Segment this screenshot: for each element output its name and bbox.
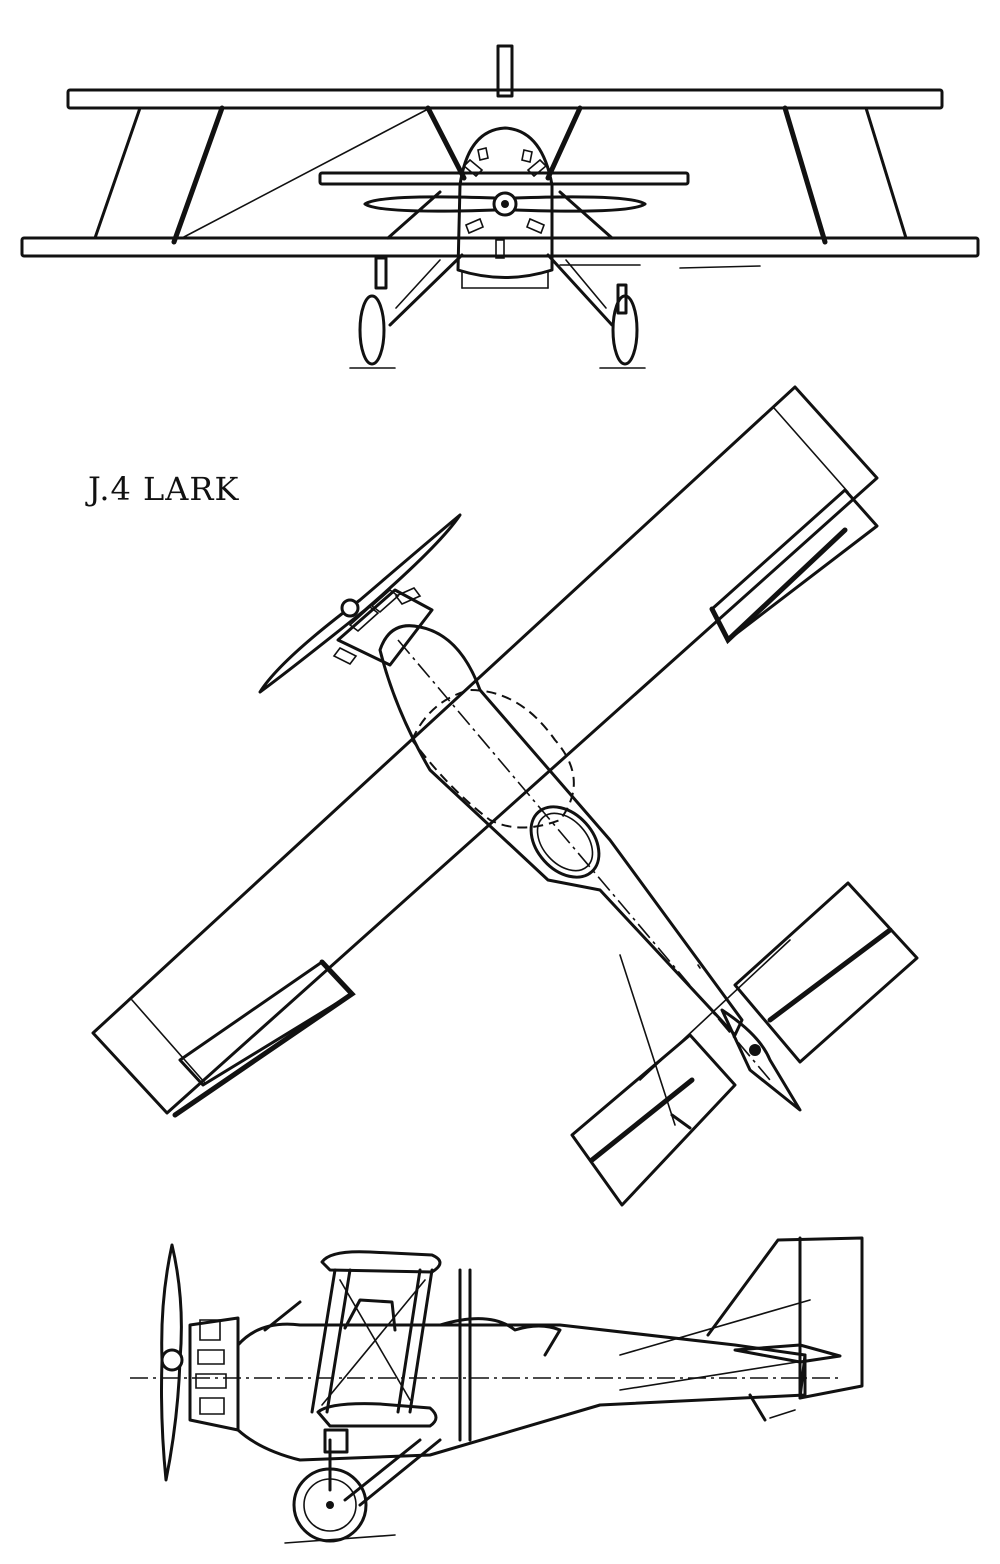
side-propeller [160,1243,183,1482]
plan-propeller [258,513,462,694]
plan-cockpit-outline [410,688,575,829]
side-upper-wing [320,1250,442,1274]
side-fin-rudder [706,1236,864,1400]
plan-tailplane [570,1033,737,1207]
front-engine-cylinders [462,147,548,259]
side-engine [188,1316,240,1432]
side-view [130,1236,864,1544]
side-lower-wing [316,1402,438,1428]
front-fin [496,44,514,98]
side-landing-gear [284,1428,442,1544]
front-propeller [363,195,647,213]
plan-elevators [589,927,893,1163]
front-upper-wing [66,88,944,110]
front-right-wheel [611,294,639,366]
plan-fuselage [378,624,744,1037]
side-fuselage [236,1322,807,1462]
side-wheel [292,1467,368,1543]
front-left-wheel [358,294,386,366]
front-lower-wing [20,236,980,258]
front-cabane-struts [386,105,614,240]
front-interplane-struts [93,105,908,245]
aircraft-title: J.4 LARK [88,470,240,508]
plan-ailerons [172,488,879,1118]
side-struts [263,1268,472,1442]
front-view [20,44,980,369]
plan-wing [91,385,879,1115]
front-cowling [456,126,554,279]
side-tail [619,1236,864,1422]
side-cockpit [438,1317,562,1357]
plan-view [91,385,919,1207]
front-landing-gear [349,253,646,369]
front-tailplane [318,171,690,186]
plan-cockpit [529,805,601,879]
